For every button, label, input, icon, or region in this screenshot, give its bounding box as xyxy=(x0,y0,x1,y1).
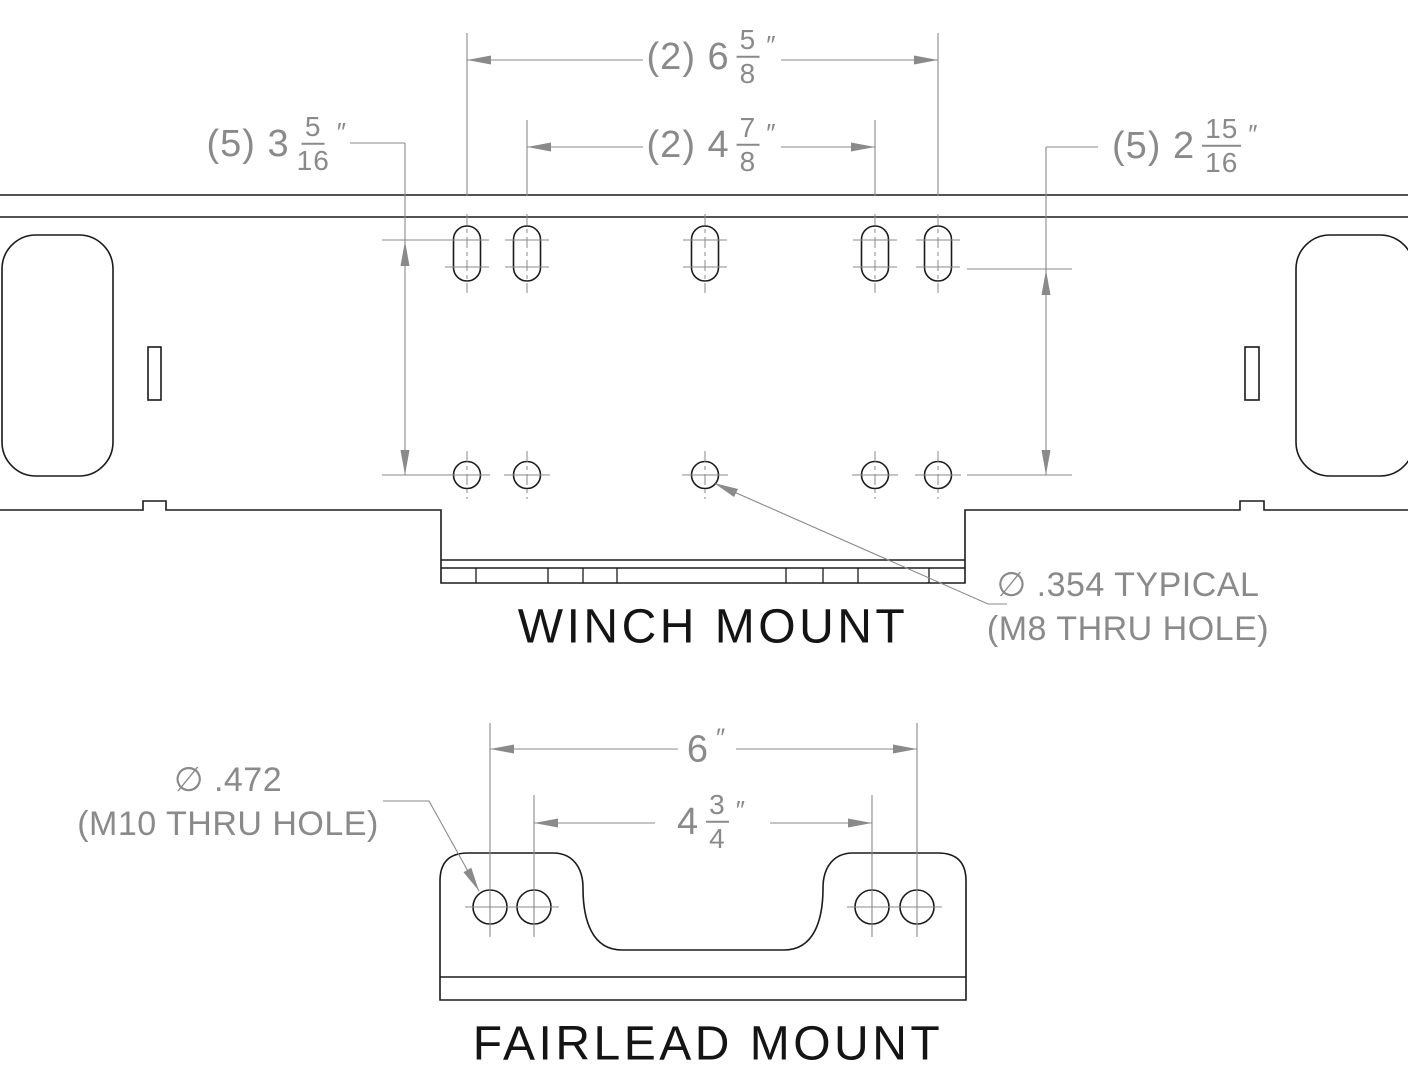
dim-winch-slot-spacing-inner: (2) 4 7 8 ″ xyxy=(646,112,778,177)
m8-callout-thread: (M8 THRU HOLE) xyxy=(986,610,1270,648)
right-rounded-cutout xyxy=(1295,234,1408,477)
dim-unit: ″ xyxy=(766,117,778,148)
m10-leader-arrow xyxy=(463,867,479,891)
arrowheads xyxy=(400,55,1051,891)
fairlead-bracket-profile xyxy=(439,852,967,1001)
mount-slot xyxy=(923,225,953,282)
m8-callout-diameter: ∅ .354 TYPICAL xyxy=(996,566,1260,604)
m10-callout-diameter: ∅ .472 xyxy=(173,761,283,799)
m10-hole-callout: ∅ .472 (M10 THRU HOLE) xyxy=(77,758,379,846)
dim-fraction: 5 8 xyxy=(736,24,760,89)
dim-label: 4 xyxy=(677,800,700,843)
m8-hole-centermarks xyxy=(444,451,961,499)
dim-winch-vertical-right: (5) 2 15 16 ″ xyxy=(1112,113,1260,178)
dim-unit: ″ xyxy=(715,722,728,753)
m10-callout-thread: (M10 THRU HOLE) xyxy=(77,805,379,843)
centerlines xyxy=(444,214,961,908)
m8-leader-line xyxy=(715,483,1007,605)
dim-label: (2) 6 xyxy=(646,35,730,78)
dim-winch-slot-spacing-outer: (2) 6 5 8 ″ xyxy=(646,24,778,89)
fairlead-mount-title: FAIRLEAD MOUNT xyxy=(472,1017,944,1071)
left-rounded-cutout xyxy=(1,234,114,477)
dim-winch-vertical-left: (5) 3 5 16 ″ xyxy=(206,110,348,176)
dim-label: (5) 2 xyxy=(1112,124,1196,167)
m8-hole-callout: ∅ .354 TYPICAL (M8 THRU HOLE) xyxy=(987,563,1269,651)
dim-fraction: 5 16 xyxy=(296,110,330,176)
fairlead-mount-outline xyxy=(439,852,967,1001)
dim-fraction: 3 4 xyxy=(706,789,729,854)
dim-unit: ″ xyxy=(336,116,348,147)
dim-fairlead-hole-spacing-inner: 4 3 4 ″ xyxy=(677,789,747,854)
dim-fraction: 15 16 xyxy=(1202,113,1242,178)
mount-slot xyxy=(690,225,720,282)
m8-leader-arrow xyxy=(714,483,738,497)
dim-label: (5) 3 xyxy=(206,122,290,165)
bumper-bottom-profile xyxy=(0,500,1408,584)
dim-fraction: 7 8 xyxy=(736,112,760,177)
dim-unit: ″ xyxy=(766,29,778,60)
left-small-slot xyxy=(147,346,162,401)
right-small-slot xyxy=(1244,346,1260,401)
dim-unit: ″ xyxy=(1248,118,1260,149)
mount-slot xyxy=(452,225,482,282)
winch-mount-outline xyxy=(0,194,1408,584)
slot-centermarks xyxy=(445,214,960,293)
dim-label: 6 xyxy=(686,728,709,771)
dim-fairlead-hole-spacing-outer: 6 ″ xyxy=(686,723,727,772)
dim-label: (2) 4 xyxy=(646,123,730,166)
dim-unit: ″ xyxy=(735,794,747,825)
m10-leader-line xyxy=(383,800,480,892)
mount-slot xyxy=(512,225,542,282)
winch-mount-title: WINCH MOUNT xyxy=(517,600,909,654)
winch-tab-relief-ticks xyxy=(475,568,930,583)
mount-slot xyxy=(860,225,890,282)
